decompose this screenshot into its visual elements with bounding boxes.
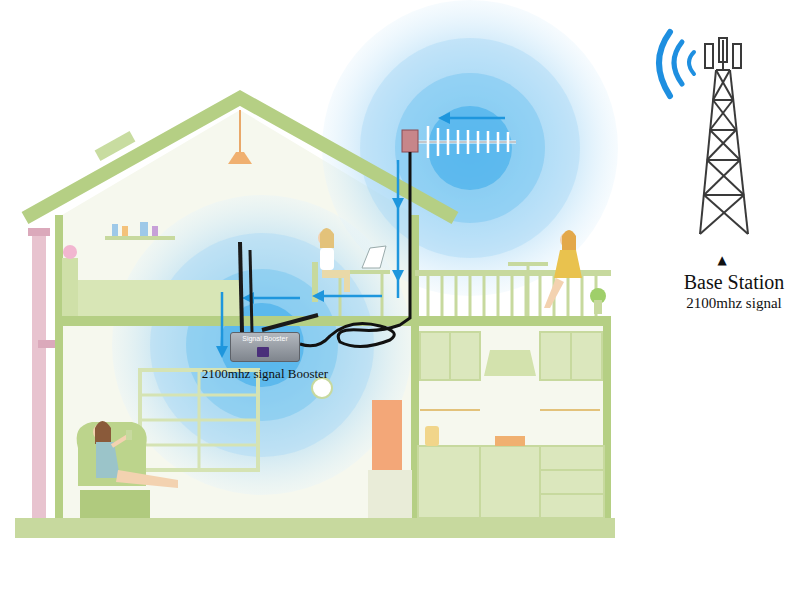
booster-display (257, 347, 269, 357)
device-caption: 2100mhz signal Booster (202, 366, 328, 382)
station-label: 2100mhz signal (686, 295, 781, 312)
station-label: Base Station (684, 271, 785, 294)
pointer-mark: ▲ (717, 253, 726, 267)
booster-device: Signal Booster2100mhz signal Booster (230, 332, 300, 362)
device-label: Signal Booster (231, 333, 299, 342)
